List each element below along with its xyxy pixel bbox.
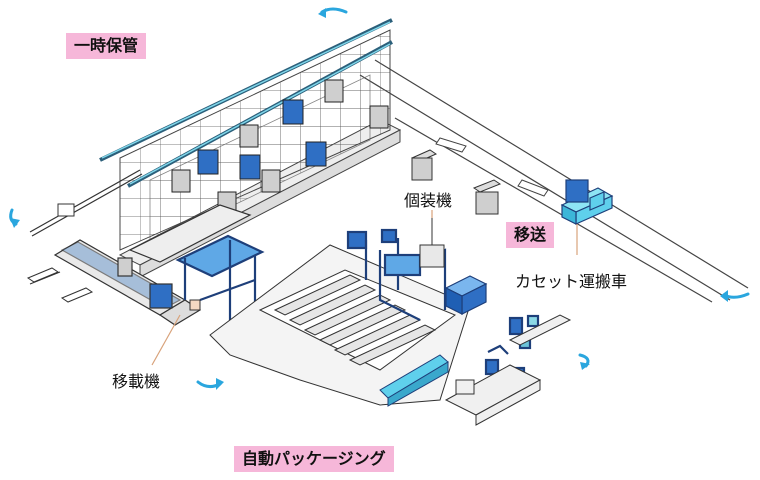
- label-transfer: 移送: [506, 222, 555, 248]
- stored-cassettes: [171, 79, 389, 215]
- transfer-direction-marks: [435, 137, 549, 197]
- cassette-carrier-vehicle: [560, 179, 614, 225]
- left-conveyor: [53, 204, 252, 326]
- packaging-unit-right: [444, 275, 488, 315]
- curved-arrow-icon: [9, 7, 750, 390]
- left-rail: [29, 169, 143, 237]
- output-conveyor: [379, 354, 449, 407]
- lower-right-conveyor: [444, 314, 572, 426]
- transfer-rail: [359, 59, 749, 303]
- transfer-machine: [175, 234, 265, 330]
- packaging-rollers: [273, 274, 437, 366]
- pallet-stands: [26, 267, 94, 303]
- label-automatic-packaging: 自動パッケージング: [234, 446, 394, 472]
- far-machines: [410, 149, 502, 215]
- label-cassette-carrier: カセット運搬車: [515, 272, 628, 291]
- individual-packaging-gantry: [346, 218, 447, 321]
- label-individual-packaging-machine: 個装機: [404, 191, 453, 210]
- leader-lines: [151, 210, 578, 366]
- label-transfer-machine: 移載機: [112, 372, 161, 391]
- label-temporary-storage: 一時保管: [66, 33, 147, 59]
